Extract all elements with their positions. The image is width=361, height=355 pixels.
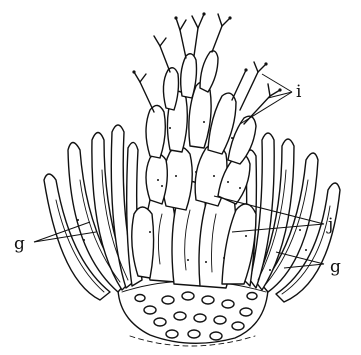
receptacle [118,281,268,346]
right-bracts [244,133,340,302]
central-florets [132,144,256,288]
label-i: i [296,82,302,102]
left-bracts [44,125,142,300]
label-g-left: g [14,234,25,254]
ovules [135,292,257,340]
label-g-right: g [330,257,341,277]
label-j: j [326,215,333,235]
upper-florets [146,51,256,164]
